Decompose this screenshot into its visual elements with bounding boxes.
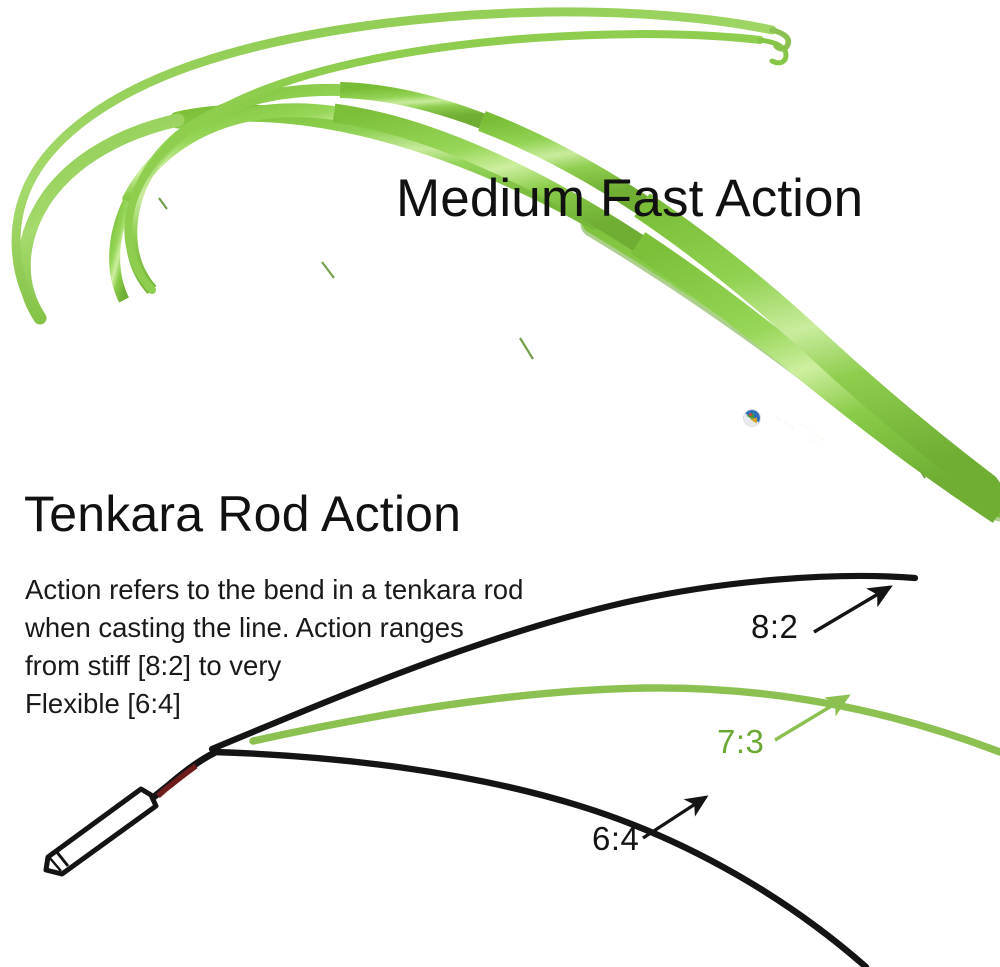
rod-handle-grip <box>43 749 218 877</box>
page-title-tenkara-rod-action: Tenkara Rod Action <box>24 486 462 542</box>
curve-7-3 <box>249 684 1000 756</box>
arrow-to-curve-7-3 <box>774 694 851 742</box>
arrow-to-curve-8-2 <box>813 585 893 634</box>
description-paragraph: Action refers to the bend in a tenkara r… <box>25 574 524 719</box>
curve-8-2 <box>208 572 919 753</box>
arrow-to-curve-6-4 <box>642 795 709 840</box>
curve-label-8-2: 8:2 <box>751 608 799 645</box>
curve-label-7-3: 7:3 <box>717 723 765 760</box>
curve-label-6-4: 6:4 <box>592 820 640 857</box>
page-title-medium-fast-action: Medium Fast Action <box>396 169 864 228</box>
curve-6-4 <box>210 748 870 967</box>
